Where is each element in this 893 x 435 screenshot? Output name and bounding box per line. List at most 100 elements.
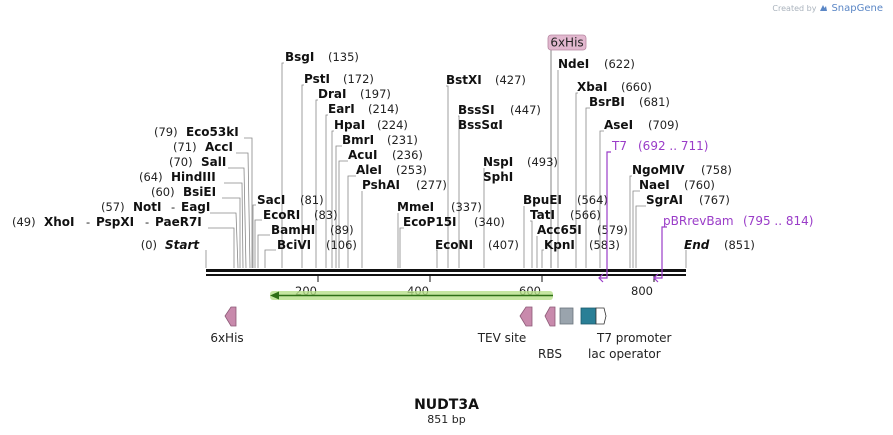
feature-label-tev-site: TEV site [477, 331, 527, 345]
site-nspi: NspI [483, 155, 513, 169]
site-pos-noti: (57) [101, 200, 125, 214]
site-pos-xbai: (660) [621, 80, 652, 94]
site-pos-bsssi: (447) [510, 103, 541, 117]
orf-arrow[interactable] [270, 291, 553, 300]
site-bsrbi: BsrBI [589, 95, 625, 109]
site-xhoi: XhoI [44, 215, 75, 229]
site-alei: AleI [356, 163, 382, 177]
site-bsssi: BssSI [458, 103, 495, 117]
site-sali: SalI [201, 155, 226, 169]
site-econi: EcoNI [435, 238, 473, 252]
site-acc65i: Acc65I [537, 223, 582, 237]
site-psti: PstI [304, 72, 330, 86]
site-sgrai: SgrAI [646, 193, 683, 207]
tev-site-arrow-icon[interactable] [519, 306, 533, 327]
site-pos-sgrai: (767) [699, 193, 730, 207]
site-separator: - [86, 215, 90, 229]
site-ngomiv: NgoMIV [632, 163, 685, 177]
site-pos-ecori: (83) [314, 208, 338, 222]
site-bstxi: BstXI [446, 73, 482, 87]
site-hindiii: HindIII [171, 170, 216, 184]
dna-backbone [206, 269, 686, 276]
his-tag-top-label[interactable]: 6xHis [547, 34, 587, 51]
site-drai: DraI [318, 87, 346, 101]
primer-t7-range: (692 .. 711) [638, 139, 708, 153]
unnamed-grey-box-icon[interactable] [559, 307, 574, 325]
site-pos-tati: (566) [570, 208, 601, 222]
site-bcivi: BciVI [277, 238, 311, 252]
tick-label-800: 800 [631, 284, 653, 298]
site-pos-mmei: (337) [451, 200, 482, 214]
site-bmri: BmrI [342, 133, 374, 147]
site-acci: AccI [205, 140, 233, 154]
site-paer7i: PaeR7I [155, 215, 202, 229]
site-pos-eco53ki: (79) [154, 125, 178, 139]
end-position: (851) [724, 238, 755, 252]
site-bpuei: BpuEI [523, 193, 562, 207]
site-pos-hpai: (224) [377, 118, 408, 132]
site-ecori: EcoRI [263, 208, 300, 222]
feature-label-t7-promoter: T7 promoter [596, 331, 672, 345]
primer-t7[interactable]: T7 (692 .. 711) [598, 139, 708, 283]
site-acui: AcuI [348, 148, 377, 162]
site-pos-hindiii: (64) [139, 170, 163, 184]
site-pos-acci: (71) [173, 140, 197, 154]
site-kpni: KpnI [544, 238, 575, 252]
site-pos-acui: (236) [392, 148, 423, 162]
snapgene-credit[interactable]: Created by SnapGene [772, 3, 883, 14]
site-bsssai: BssSαI [458, 118, 503, 132]
site-leader-lines [205, 50, 687, 269]
site-pos-nspi: (493) [527, 155, 558, 169]
site-bsgi: BsgI [285, 50, 314, 64]
site-pos-drai: (197) [360, 87, 391, 101]
site-asei: AseI [604, 118, 633, 132]
feature-label-rbs: RBS [538, 347, 562, 361]
rbs-arrow-icon[interactable] [544, 306, 556, 327]
site-pos-bcivi: (106) [326, 238, 357, 252]
site-naei: NaeI [639, 178, 670, 192]
t7-promoter-box-icon[interactable] [595, 307, 607, 325]
site-pos-ngomiv: (758) [701, 163, 732, 177]
credit-brand: SnapGene [831, 3, 883, 14]
site-pos-bsgi: (135) [328, 50, 359, 64]
site-saci: SacI [257, 193, 285, 207]
site-pos-pshai: (277) [416, 178, 447, 192]
primer-pbrrevbam-range: (795 .. 814) [743, 214, 813, 228]
primer-pbrrevbam[interactable]: pBRrevBam (795 .. 814) [653, 214, 813, 283]
site-pos-acc65i: (579) [597, 223, 628, 237]
feature-label-lac-operator: lac operator [588, 347, 661, 361]
site-sphi: SphI [483, 170, 513, 184]
feature-label-6xhis: 6xHis [210, 331, 243, 345]
site-xbai: XbaI [577, 80, 607, 94]
site-bamhi: BamHI [271, 223, 315, 237]
site-pos-bmri: (231) [387, 133, 418, 147]
site-pos-eari: (214) [368, 102, 399, 116]
lac-operator-box-icon[interactable] [580, 307, 597, 325]
site-pos-econi: (407) [488, 238, 519, 252]
site-pos-ecop15i: (340) [474, 215, 505, 229]
site-tati: TatI [530, 208, 555, 222]
site-pshai: PshAI [362, 178, 400, 192]
site-hpai: HpaI [334, 118, 365, 132]
site-pos-asei: (709) [648, 118, 679, 132]
snapgene-logo-icon [820, 5, 828, 11]
start-position: (0) [141, 238, 157, 252]
his-tag-top-text: 6xHis [550, 36, 583, 50]
site-pos-bamhi: (89) [330, 223, 354, 237]
site-pspxi: PspXI [96, 215, 134, 229]
site-separator: - [171, 200, 175, 214]
credit-text: Created by [772, 4, 817, 13]
site-eagi: EagI [181, 200, 210, 214]
site-mmei: MmeI [397, 200, 434, 214]
site-eari: EarI [328, 102, 355, 116]
primer-t7-label: T7 [611, 139, 627, 153]
site-pos-bpuei: (564) [577, 193, 608, 207]
site-pos-naei: (760) [684, 178, 715, 192]
site-ndei: NdeI [558, 57, 589, 71]
his-tag-arrow-icon[interactable] [224, 306, 237, 327]
site-pos-bsrbi: (681) [639, 95, 670, 109]
end-label: End [684, 238, 710, 252]
site-pos-alei: (253) [396, 163, 427, 177]
site-eco53ki: Eco53kI [186, 125, 239, 139]
